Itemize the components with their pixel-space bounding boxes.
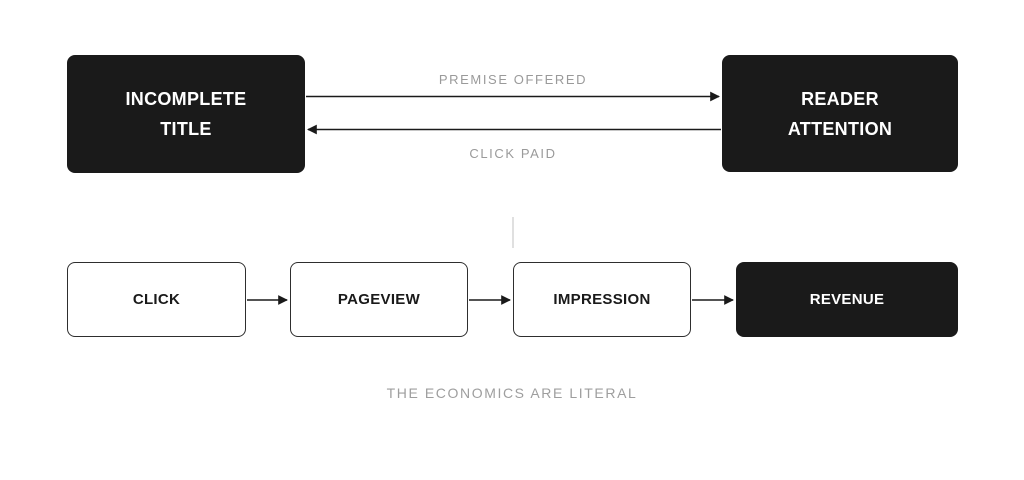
- diagram-caption: THE ECONOMICS ARE LITERAL: [386, 385, 638, 401]
- node-reader-attention-label: READER ATTENTION: [787, 88, 893, 139]
- click-paid-label: CLICK PAID: [469, 146, 557, 161]
- premise-offered-label: PREMISE OFFERED: [438, 72, 588, 87]
- node-reader-attention: READER ATTENTION: [722, 55, 958, 172]
- node-click-label: CLICK: [132, 291, 181, 308]
- node-impression-label: IMPRESSION: [553, 291, 651, 308]
- node-revenue: REVENUE: [736, 262, 958, 337]
- node-incomplete-title: INCOMPLETE TITLE: [67, 55, 305, 173]
- node-revenue-label: REVENUE: [809, 291, 885, 308]
- node-pageview-label: PAGEVIEW: [337, 291, 421, 308]
- node-pageview: PAGEVIEW: [290, 262, 468, 337]
- node-incomplete-title-label: INCOMPLETE TITLE: [125, 89, 247, 139]
- node-click: CLICK: [67, 262, 246, 337]
- node-impression: IMPRESSION: [513, 262, 691, 337]
